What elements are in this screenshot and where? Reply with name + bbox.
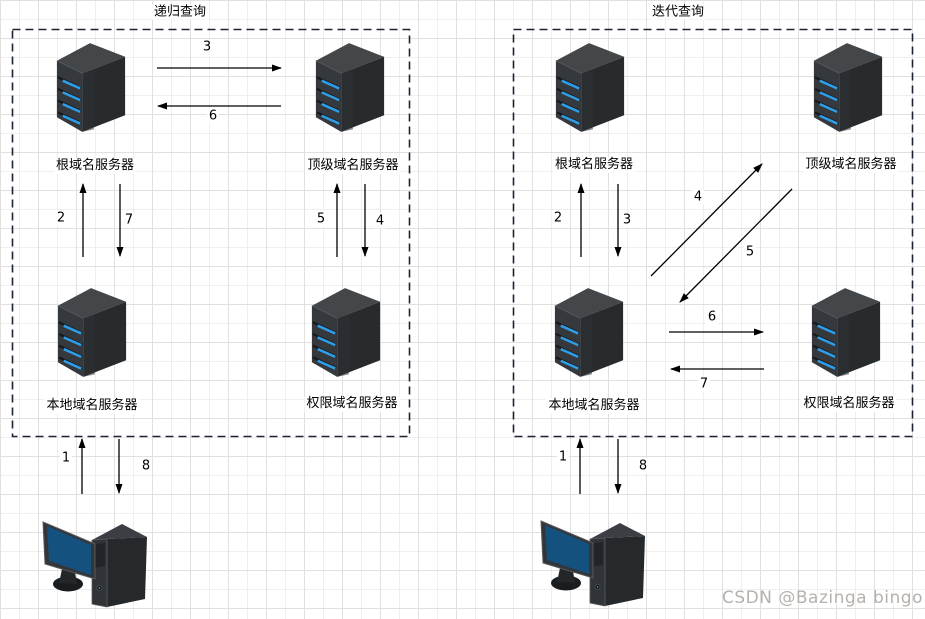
server-icon xyxy=(312,38,388,136)
iterative-panel-border xyxy=(512,28,914,438)
arrow-label-left-3: 3 xyxy=(200,39,214,55)
arrow-label-left-4: 4 xyxy=(373,213,387,229)
arrow-right-step4-local-to-tld xyxy=(650,163,763,277)
arrow-label-right-8: 8 xyxy=(636,458,650,474)
arrow-label-right-1: 1 xyxy=(556,449,570,465)
server-icon xyxy=(810,38,886,136)
label-left-local-server: 本地域名服务器 xyxy=(44,398,140,414)
arrow-label-left-8: 8 xyxy=(139,458,153,474)
server-icon xyxy=(54,283,130,381)
label-left-auth-server: 权限域名服务器 xyxy=(304,396,400,412)
server-icon xyxy=(308,283,384,381)
arrow-label-left-1: 1 xyxy=(59,450,73,466)
arrow-label-right-3: 3 xyxy=(620,212,634,228)
recursive-panel-border xyxy=(11,28,411,438)
arrow-label-left-6: 6 xyxy=(206,108,220,124)
label-right-auth-server: 权限域名服务器 xyxy=(801,396,897,412)
server-icon xyxy=(552,38,628,136)
arrow-label-right-5: 5 xyxy=(743,244,757,260)
recursive-query-title: 递归查询 xyxy=(150,4,210,20)
label-right-local-server: 本地域名服务器 xyxy=(546,398,642,414)
label-left-tld-server: 顶级域名服务器 xyxy=(305,158,401,174)
server-icon xyxy=(53,38,129,136)
arrow-label-left-7: 7 xyxy=(122,212,136,228)
iterative-query-title: 迭代查询 xyxy=(648,4,708,20)
server-icon xyxy=(808,283,884,381)
server-icon xyxy=(551,283,627,381)
arrow-label-right-4: 4 xyxy=(691,189,705,205)
label-right-tld-server: 顶级域名服务器 xyxy=(803,157,899,173)
arrow-label-right-2: 2 xyxy=(551,210,565,226)
arrow-label-left-2: 2 xyxy=(54,210,68,226)
arrow-label-right-7: 7 xyxy=(697,376,711,392)
desktop-pc-icon xyxy=(535,512,651,612)
arrow-right-step5-tld-to-local xyxy=(679,188,793,303)
desktop-pc-icon xyxy=(37,513,153,613)
label-left-root-server: 根域名服务器 xyxy=(53,158,137,174)
arrow-label-left-5: 5 xyxy=(314,211,328,227)
watermark: CSDN @Bazinga bingo xyxy=(722,588,923,608)
arrow-label-right-6: 6 xyxy=(705,309,719,325)
label-right-root-server: 根域名服务器 xyxy=(552,157,636,173)
